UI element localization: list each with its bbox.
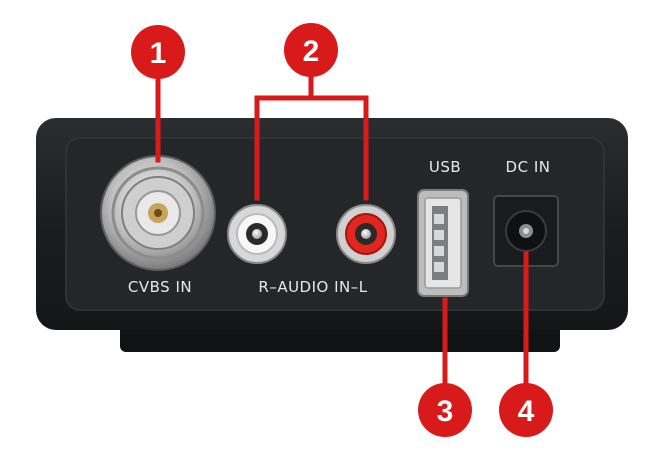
cvbs-in-label: CVBS IN (128, 278, 192, 296)
callout-1-number: 1 (150, 37, 167, 70)
callout-lines (155, 75, 529, 387)
callout-4-badge: 4 (499, 383, 553, 437)
callout-1-badge: 1 (131, 25, 185, 79)
callout-2-number: 2 (303, 35, 320, 68)
usb-port (417, 189, 469, 297)
rca-right-white-connector (227, 204, 287, 264)
rca-left-red-connector (336, 204, 396, 264)
callout-4-number: 4 (518, 395, 535, 428)
callout-3-number: 3 (437, 395, 454, 428)
cvbs-bnc-connector (100, 155, 216, 271)
audio-in-label: R–AUDIO IN–L (258, 278, 367, 296)
callout-2-badge: 2 (284, 23, 338, 77)
callout-3-badge: 3 (418, 383, 472, 437)
dc-in-label: DC IN (506, 158, 551, 176)
dc-power-jack (493, 195, 559, 267)
usb-label: USB (429, 158, 461, 176)
